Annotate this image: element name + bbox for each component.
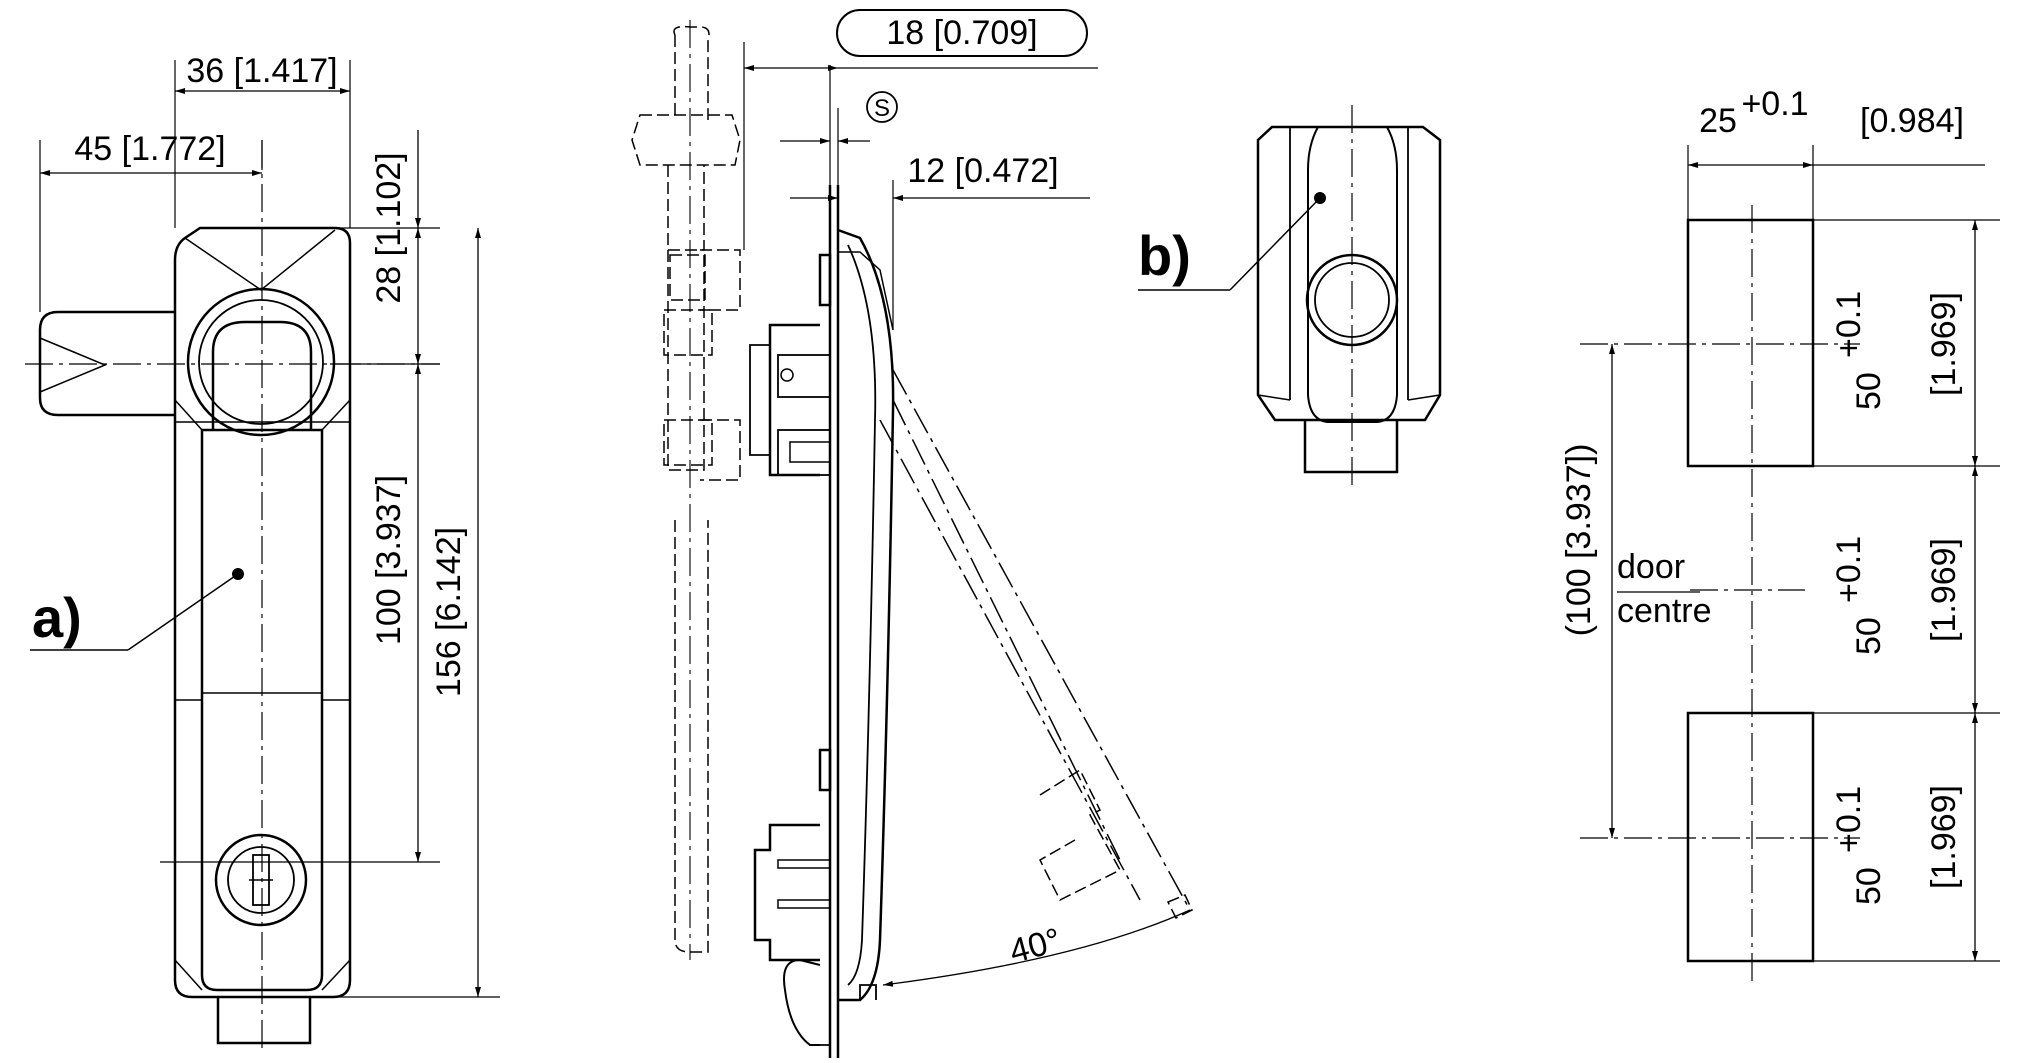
dim-inner-12: 12 [0.472] (907, 152, 1058, 190)
detail-view: b) (1138, 105, 1442, 485)
dim-offset-45: 45 [1.772] (74, 130, 225, 168)
dim-total-156: 156 [6.142] (430, 527, 468, 697)
dim-mid-100: 100 [3.937] (370, 475, 408, 645)
cutout-view: 25 +0.1 [0.984] 50 +0.1 [1.969] 50 +0.1 … (1560, 85, 2000, 985)
side-view-door-dashed (631, 25, 741, 953)
dim-width-inch: [0.984] (1860, 102, 1964, 140)
cutout-top (1686, 218, 1815, 468)
dim-seg1-inch: [1.969] (1925, 292, 1963, 396)
dim-width-tol: +0.1 (1741, 85, 1808, 123)
door-centre-line2: centre (1617, 592, 1712, 630)
label-b-leader (1138, 192, 1326, 291)
angle-40: 40° (1006, 921, 1066, 971)
label-a: a) (32, 586, 82, 649)
side-view-opened-handle (879, 369, 1191, 911)
cutout-dimension-lines (1609, 162, 1985, 961)
detail-view-body (1256, 125, 1442, 474)
door-centre-line1: door (1617, 548, 1685, 586)
dim-seg1-tol: +0.1 (1830, 291, 1868, 358)
front-view: 36 [1.417] 45 [1.772] 28 [1.102] 100 [3.… (25, 52, 500, 1050)
dim-width-36: 36 [1.417] (186, 52, 337, 90)
side-view-extension-lines (743, 42, 1098, 330)
dim-depth-frame (836, 9, 1088, 57)
dim-seg3-nominal: 50 (1850, 867, 1888, 905)
dim-seg2-tol: +0.1 (1830, 536, 1868, 603)
label-a-leader (30, 568, 244, 651)
front-view-dimension-lines (40, 88, 481, 997)
side-view: 18 [0.709] S 12 [0.472] 40° (631, 9, 1193, 1058)
s-symbol-circle (866, 91, 898, 123)
label-b: b) (1138, 224, 1191, 287)
dim-s-symbol: S (874, 95, 890, 122)
cutout-extension-lines (1687, 145, 2000, 962)
front-view-body (38, 226, 352, 1045)
side-view-opened-bolt (1039, 768, 1193, 920)
dim-seg2-inch: [1.969] (1925, 538, 1963, 642)
cutout-centerlines (1580, 205, 1860, 985)
cutout-rectangles (1686, 218, 1815, 963)
dim-top-28: 28 [1.102] (370, 152, 408, 303)
cutout-bottom (1686, 711, 1815, 963)
front-view-extension-lines (39, 60, 500, 998)
dim-pitch-100: (100 [3.937]) (1560, 444, 1598, 637)
dim-width-nominal: 25 (1699, 102, 1737, 140)
dim-seg1-nominal: 50 (1850, 372, 1888, 410)
dim-seg3-inch: [1.969] (1925, 785, 1963, 889)
dim-seg2-nominal: 50 (1850, 617, 1888, 655)
side-view-body (749, 185, 895, 1058)
side-view-dimension-lines (744, 65, 1191, 987)
dim-depth-18: 18 [0.709] (886, 14, 1037, 52)
dim-seg3-tol: +0.1 (1830, 786, 1868, 853)
